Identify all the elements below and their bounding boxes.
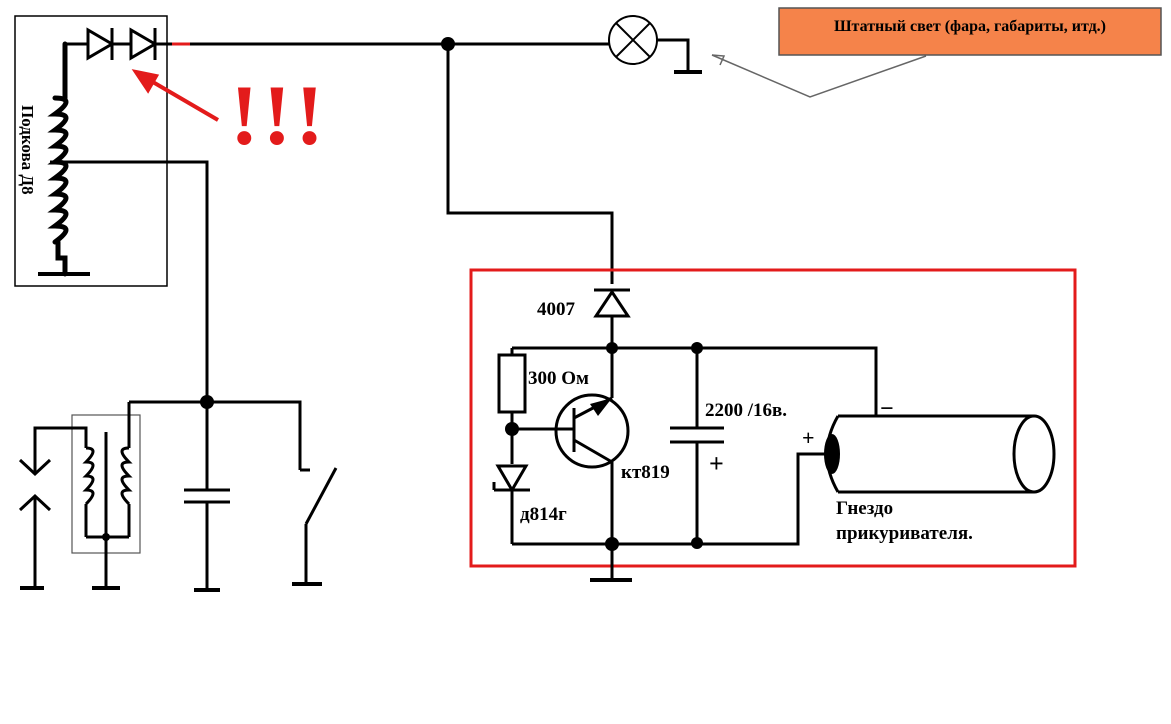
socket-contact (824, 434, 840, 474)
socket-label: Гнездо прикуривателя. (836, 498, 973, 544)
callout-box (778, 7, 1162, 56)
bottom-rail (512, 452, 830, 546)
socket-plus: + (802, 425, 815, 450)
zener-label: д814г (520, 504, 567, 525)
emitter-arrow (590, 398, 612, 416)
socket-label-line1: Гнездо (836, 498, 893, 519)
junction-bottom-2 (691, 537, 703, 549)
spark-gap (18, 426, 67, 588)
exclamation-marks: !!! (230, 67, 328, 163)
coil-tap-wire (50, 160, 209, 402)
resistor-300 (497, 348, 527, 464)
ignition-coil (67, 402, 133, 588)
breaker-switch (300, 467, 338, 584)
coil-junction (102, 533, 110, 541)
ignition-bus (129, 400, 302, 470)
capacitor-label: 2200 /16в. (705, 400, 787, 421)
magneto-label: Подкова Д8 (18, 105, 37, 195)
diode-4007 (593, 288, 631, 348)
callout-pointer (711, 54, 927, 98)
socket-label-line2: прикуривателя. (836, 523, 973, 544)
capacitor-plus: + (709, 449, 724, 478)
feed-wire (446, 44, 614, 284)
socket-minus: − (880, 396, 894, 422)
lamp-ground-wire (657, 38, 690, 72)
regulator-box (469, 268, 1077, 568)
ignition-capacitor (184, 402, 230, 590)
capacitor-2200 (670, 348, 724, 544)
callout-text: Штатный свет (фара, габариты, итд.) (834, 18, 1106, 35)
resistor-label: 300 Ом (528, 368, 589, 389)
zener-d814g (492, 464, 530, 544)
magneto-coil (47, 41, 69, 277)
magneto-box (14, 15, 168, 287)
lighter-socket (825, 414, 1056, 494)
lamp (608, 15, 658, 65)
diode-label: 4007 (537, 299, 576, 320)
transistor-label: кт819 (621, 462, 670, 483)
warning-arrow (131, 69, 220, 122)
series-diodes (65, 27, 172, 61)
top-rail (512, 346, 878, 416)
